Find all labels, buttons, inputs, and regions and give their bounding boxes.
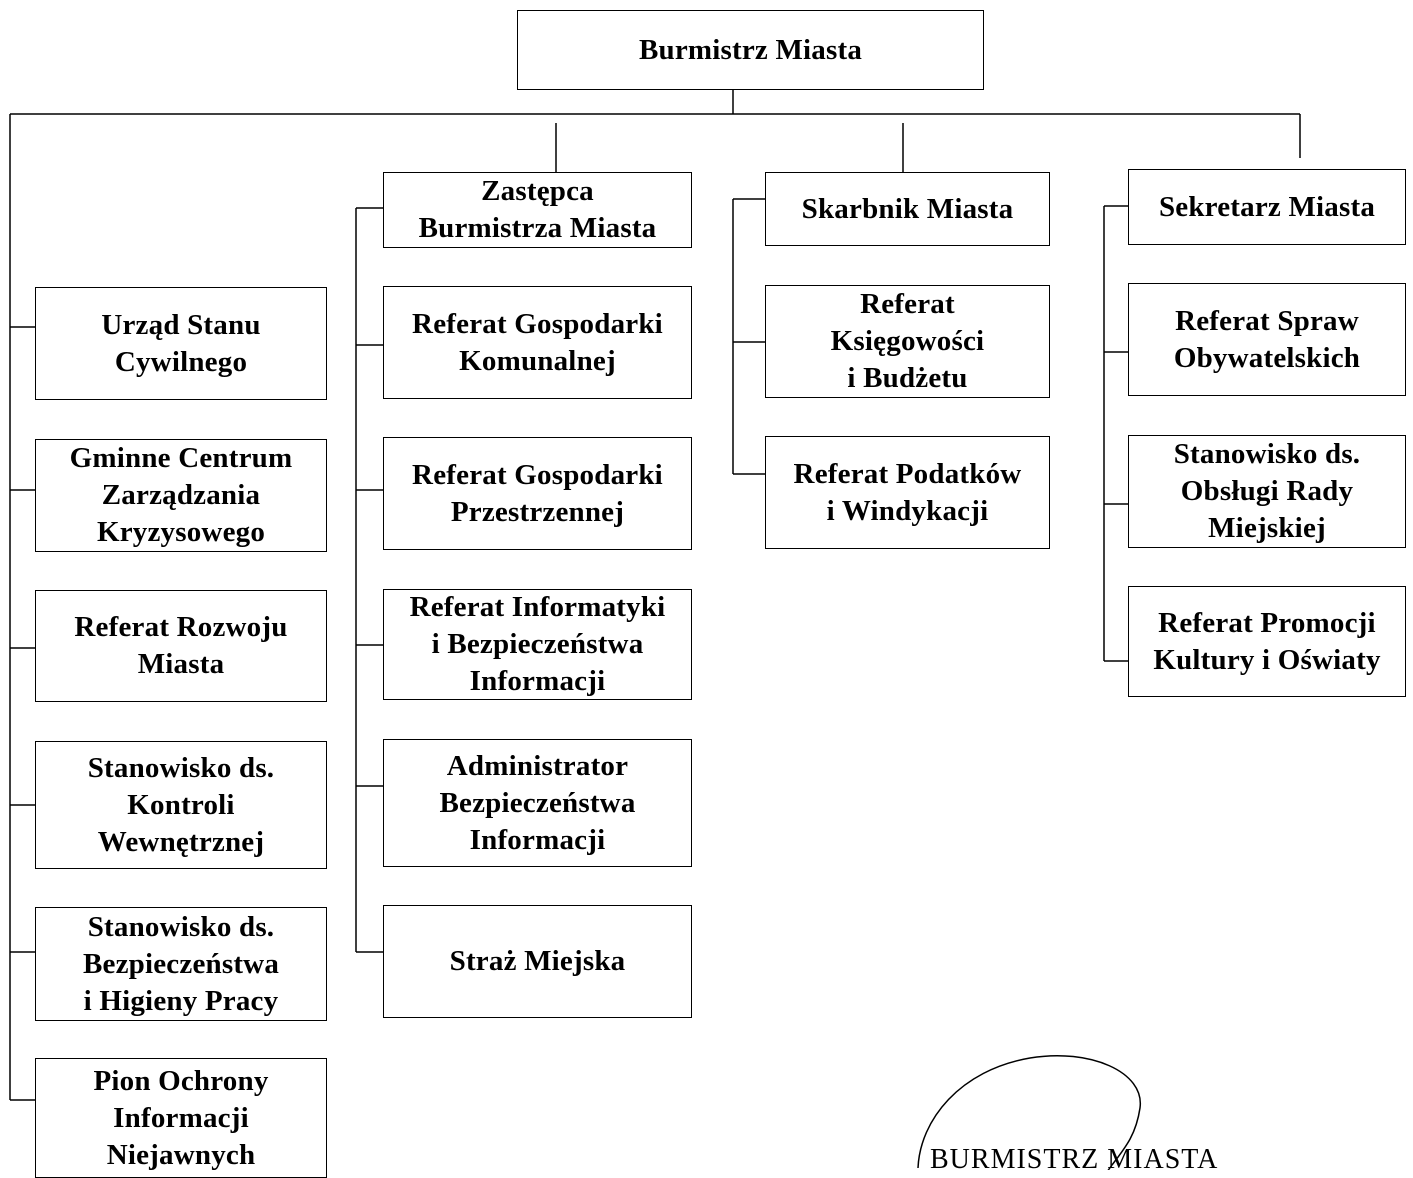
unit-box-rozwoj: Referat Rozwoju Miasta bbox=[35, 590, 327, 702]
unit-box-rada: Stanowisko ds. Obsługi Rady Miejskiej bbox=[1128, 435, 1406, 548]
unit-label-kontrola: Stanowisko ds. Kontroli Wewnętrznej bbox=[87, 751, 275, 858]
unit-label-bhp: Stanowisko ds. Bezpieczeństwa i Higieny … bbox=[82, 910, 280, 1017]
root-label: Burmistrz Miasta bbox=[638, 33, 863, 66]
treasurer-label: Skarbnik Miasta bbox=[801, 192, 1014, 225]
unit-box-gczk: Gminne Centrum Zarządzania Kryzysowego bbox=[35, 439, 327, 552]
unit-box-usc: Urząd Stanu Cywilnego bbox=[35, 287, 327, 400]
signature-stroke bbox=[917, 1054, 1141, 1169]
secretary-label: Sekretarz Miasta bbox=[1158, 190, 1376, 223]
unit-label-przestrzenna: Referat Gospodarki Przestrzennej bbox=[412, 458, 663, 528]
stamp-signature: BURMISTRZ MIASTA bbox=[917, 1054, 1218, 1170]
unit-box-promocja: Referat Promocji Kultury i Oświaty bbox=[1128, 586, 1406, 697]
unit-label-promocja: Referat Promocji Kultury i Oświaty bbox=[1153, 606, 1381, 676]
unit-label-komunalna: Referat Gospodarki Komunalnej bbox=[412, 307, 663, 377]
unit-box-podatki: Referat Podatków i Windykacji bbox=[765, 436, 1050, 549]
unit-box-ksiegowosc: Referat Księgowości i Budżetu bbox=[765, 285, 1050, 398]
unit-label-informatyka: Referat Informatyki i Bezpieczeństwa Inf… bbox=[409, 591, 666, 697]
root-box: Burmistrz Miasta bbox=[517, 10, 984, 90]
unit-label-straz: Straż Miejska bbox=[449, 945, 626, 977]
unit-box-straz: Straż Miejska bbox=[383, 905, 692, 1018]
unit-box-pion: Pion Ochrony Informacji Niejawnych bbox=[35, 1058, 327, 1178]
unit-box-bhp: Stanowisko ds. Bezpieczeństwa i Higieny … bbox=[35, 907, 327, 1021]
unit-label-pion: Pion Ochrony Informacji Niejawnych bbox=[93, 1064, 269, 1171]
unit-label-rozwoj: Referat Rozwoju Miasta bbox=[74, 611, 288, 680]
deputy-label: Zastępca Burmistrza Miasta bbox=[418, 175, 657, 244]
unit-label-usc: Urząd Stanu Cywilnego bbox=[101, 308, 261, 378]
unit-label-abi: Administrator Bezpieczeństwa Informacji bbox=[439, 749, 636, 856]
unit-label-gczk: Gminne Centrum Zarządzania Kryzysowego bbox=[69, 442, 293, 548]
unit-label-podatki: Referat Podatków i Windykacji bbox=[793, 457, 1022, 527]
unit-box-przestrzenna: Referat Gospodarki Przestrzennej bbox=[383, 437, 692, 550]
unit-label-ksiegowosc: Referat Księgowości i Budżetu bbox=[830, 288, 985, 394]
secretary-box: Sekretarz Miasta bbox=[1128, 169, 1406, 245]
stamp-text: BURMISTRZ MIASTA bbox=[930, 1144, 1218, 1170]
unit-box-komunalna: Referat Gospodarki Komunalnej bbox=[383, 286, 692, 399]
unit-label-rada: Stanowisko ds. Obsługi Rady Miejskiej bbox=[1173, 438, 1361, 544]
deputy-box: Zastępca Burmistrza Miasta bbox=[383, 172, 692, 248]
unit-box-obywatelskie: Referat Spraw Obywatelskich bbox=[1128, 283, 1406, 396]
unit-label-obywatelskie: Referat Spraw Obywatelskich bbox=[1173, 304, 1361, 374]
unit-box-informatyka: Referat Informatyki i Bezpieczeństwa Inf… bbox=[383, 589, 692, 700]
unit-box-abi: Administrator Bezpieczeństwa Informacji bbox=[383, 739, 692, 867]
unit-box-kontrola: Stanowisko ds. Kontroli Wewnętrznej bbox=[35, 741, 327, 869]
treasurer-box: Skarbnik Miasta bbox=[765, 172, 1050, 246]
